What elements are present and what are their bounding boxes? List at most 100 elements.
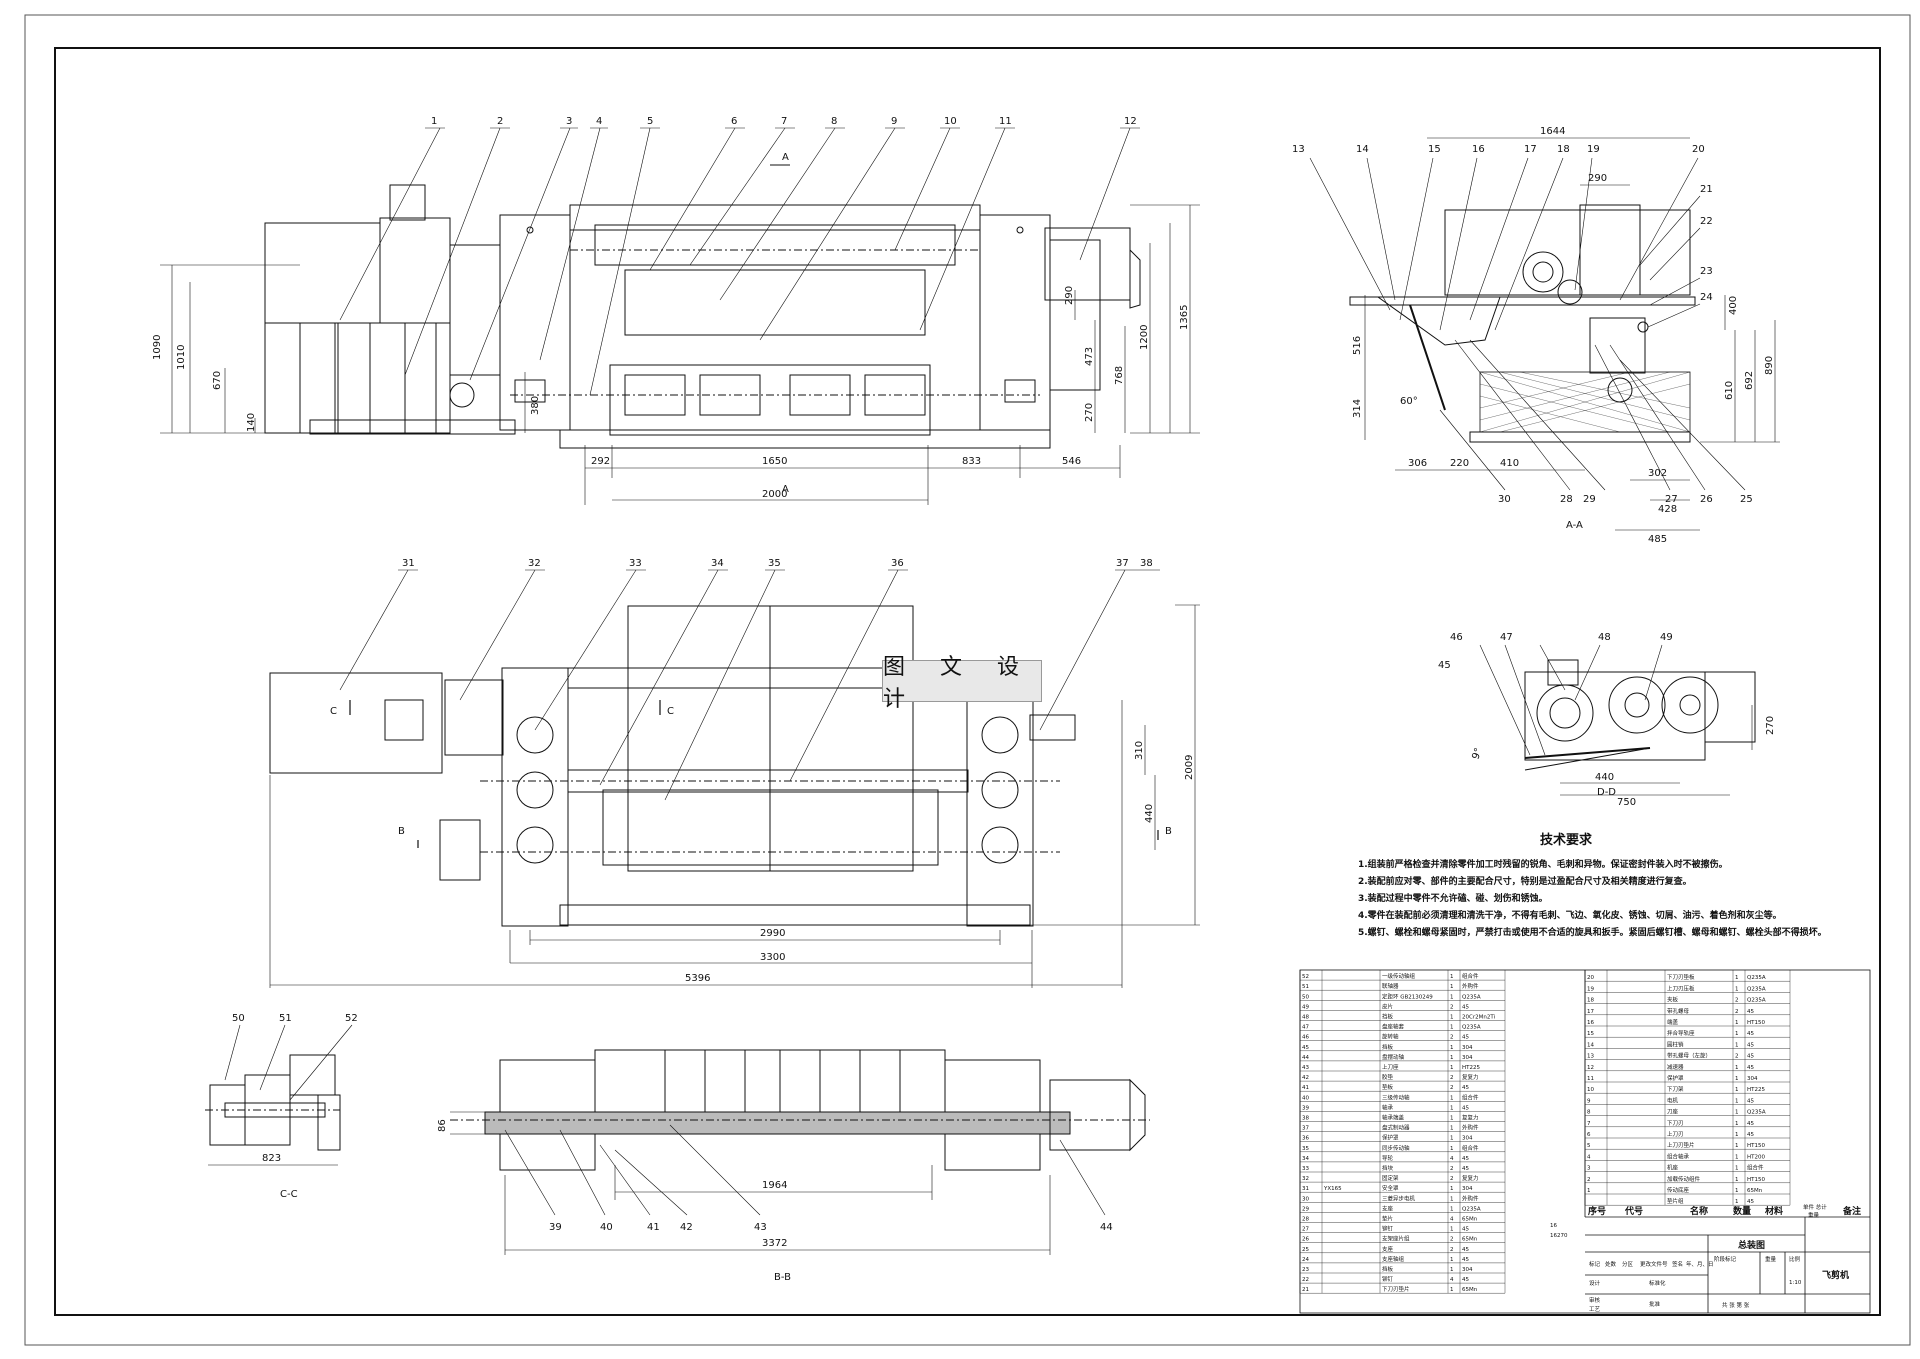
callout-46: 46 xyxy=(1450,632,1463,643)
bom-cell: 40 xyxy=(1302,1095,1309,1101)
callout-1: 1 xyxy=(431,116,437,127)
dim-692: 692 xyxy=(1744,371,1755,390)
bom-cell: 45 xyxy=(1747,1199,1754,1205)
bom-cell: 三级传动轴 xyxy=(1382,1093,1410,1101)
bom-cell: Q235A xyxy=(1462,1206,1481,1212)
bom-cell: 一级传动轴组 xyxy=(1382,972,1416,980)
bom-cell: 10 xyxy=(1587,1087,1594,1093)
callout-3: 3 xyxy=(566,116,572,127)
bom-cell: 35 xyxy=(1302,1146,1309,1152)
bom-cell: 旋转轴 xyxy=(1382,1033,1399,1041)
dim-1365: 1365 xyxy=(1179,305,1190,330)
bom-cell: 下刀刃 xyxy=(1667,1120,1684,1127)
bom-header-name: 名称 xyxy=(1690,1205,1708,1217)
bom-cell: 2 xyxy=(1450,1247,1454,1253)
bom-cell: HT150 xyxy=(1747,1143,1765,1149)
bom-cell: 2 xyxy=(1450,1035,1454,1041)
bom-cell: 带孔螺母（左旋） xyxy=(1667,1052,1711,1060)
bom-cell: 支座 xyxy=(1382,1245,1394,1253)
bom-cell: 盘摆动轴 xyxy=(1382,1053,1405,1061)
bom-cell: 1 xyxy=(1735,1154,1739,1160)
bom-cell: 29 xyxy=(1302,1206,1309,1212)
bom-cell: 轴承 xyxy=(1382,1103,1394,1111)
bom-cell: 1 xyxy=(1450,1126,1454,1132)
bom-cell: 33 xyxy=(1302,1166,1309,1172)
title-block xyxy=(1585,1216,1870,1313)
bom-cell: 304 xyxy=(1462,1055,1473,1061)
bom-cell: 1 xyxy=(1735,1020,1739,1026)
callout-24: 24 xyxy=(1700,292,1713,303)
callout-14: 14 xyxy=(1356,144,1369,155)
bom-cell: 21 xyxy=(1302,1287,1309,1293)
bom-cell: 22 xyxy=(1302,1277,1309,1283)
bom-cell: 45 xyxy=(1462,1156,1469,1162)
callout-13: 13 xyxy=(1292,144,1305,155)
bom-cell: 下刀刃垫板 xyxy=(1667,973,1695,981)
bom-cell: 1 xyxy=(1450,1065,1454,1071)
bom-cell: 9 xyxy=(1587,1098,1591,1104)
bom-cell: 18 xyxy=(1587,998,1594,1004)
bom-cell: 1 xyxy=(1450,1206,1454,1212)
bom-cell: 加载传动组件 xyxy=(1667,1175,1701,1183)
bom-cell: 51 xyxy=(1302,984,1309,990)
callout-22: 22 xyxy=(1700,216,1713,227)
front-dimensions: 292 1650 833 546 2000 1090 1010 670 140 … xyxy=(152,286,1190,500)
bom-cell: 1 xyxy=(1735,1076,1739,1082)
bom-cell: 44 xyxy=(1302,1055,1309,1061)
bom-header-seq: 序号 xyxy=(1588,1205,1606,1217)
bom-cell: 导轮 xyxy=(1382,1154,1394,1162)
bom-cell: 1 xyxy=(1450,1045,1454,1051)
tb-sheets: 共 张 第 张 xyxy=(1722,1301,1750,1309)
bom-cell: 1 xyxy=(1735,1042,1739,1048)
callout-27: 27 xyxy=(1665,494,1678,505)
dim-dd-440: 440 xyxy=(1595,772,1614,783)
bom-cell: 复复力 xyxy=(1462,1073,1479,1081)
bom-cell: 轴承端盖 xyxy=(1382,1114,1405,1122)
dim-314: 314 xyxy=(1352,399,1363,418)
dim-473: 473 xyxy=(1084,347,1095,366)
aa-callout-labels: 13 14 15 16 17 18 19 20 21 22 23 24 25 2… xyxy=(1292,144,1753,531)
bom-cell: 保护罩 xyxy=(1667,1074,1684,1082)
bom-cell: HT225 xyxy=(1747,1087,1765,1093)
dim-aa-400: 400 xyxy=(1728,296,1739,315)
bom-cell: 1 xyxy=(1450,1257,1454,1263)
callout-48: 48 xyxy=(1598,632,1611,643)
bom-cell: 垫片组 xyxy=(1667,1197,1684,1205)
callout-35: 35 xyxy=(768,558,781,569)
bom-cell: 保护罩 xyxy=(1382,1134,1399,1142)
bom-cell: 45 xyxy=(1462,1085,1469,1091)
bom-cell: 45 xyxy=(1462,1166,1469,1172)
bom-cell: 1 xyxy=(1735,1031,1739,1037)
callout-30: 30 xyxy=(1498,494,1511,505)
bom-cell: 8 xyxy=(1587,1110,1591,1116)
tb-row-sign: 签名 xyxy=(1672,1260,1683,1268)
bom-cell: 胶垫 xyxy=(1382,1073,1394,1081)
tech-req-item-2: 2.装配前应对零、部件的主要配合尺寸，特别是过盈配合尺寸及相关精度进行复查。 xyxy=(1358,875,1692,887)
bom-cell: 联轴器 xyxy=(1382,982,1399,990)
bom-cell: 4 xyxy=(1587,1154,1591,1160)
bom-cell: HT200 xyxy=(1747,1154,1765,1160)
callout-12: 12 xyxy=(1124,116,1137,127)
bom-cell: 复复力 xyxy=(1462,1114,1479,1122)
bom-cell: 安全罩 xyxy=(1382,1184,1399,1192)
bom-cell: 31 xyxy=(1302,1186,1309,1192)
dim-1200: 1200 xyxy=(1139,325,1150,350)
bom-cell: 46 xyxy=(1302,1035,1309,1041)
bom-cell: 2 xyxy=(1450,1085,1454,1091)
bom-cell: Q235A xyxy=(1747,998,1766,1004)
top-labels: 31 32 33 34 35 36 37 38 C C B B 2990 330… xyxy=(330,558,1195,984)
dim-890: 890 xyxy=(1764,356,1775,375)
section-mark-a-bottom: A xyxy=(782,484,789,495)
callout-32: 32 xyxy=(528,558,541,569)
bom-cell: 1 xyxy=(1735,1098,1739,1104)
bom-cell: 17 xyxy=(1587,1009,1594,1015)
bom-cell: 刀座 xyxy=(1667,1108,1679,1116)
bom-header-remark: 备注 xyxy=(1842,1205,1861,1217)
bom-cell: 45 xyxy=(1462,1227,1469,1233)
callout-41: 41 xyxy=(647,1222,660,1233)
dim-3300: 3300 xyxy=(760,952,785,963)
bom-cell: 端盖 xyxy=(1667,1018,1679,1026)
bom-cell: 2 xyxy=(1735,998,1739,1004)
tb-row-change: 更改文件号 xyxy=(1640,1260,1668,1268)
